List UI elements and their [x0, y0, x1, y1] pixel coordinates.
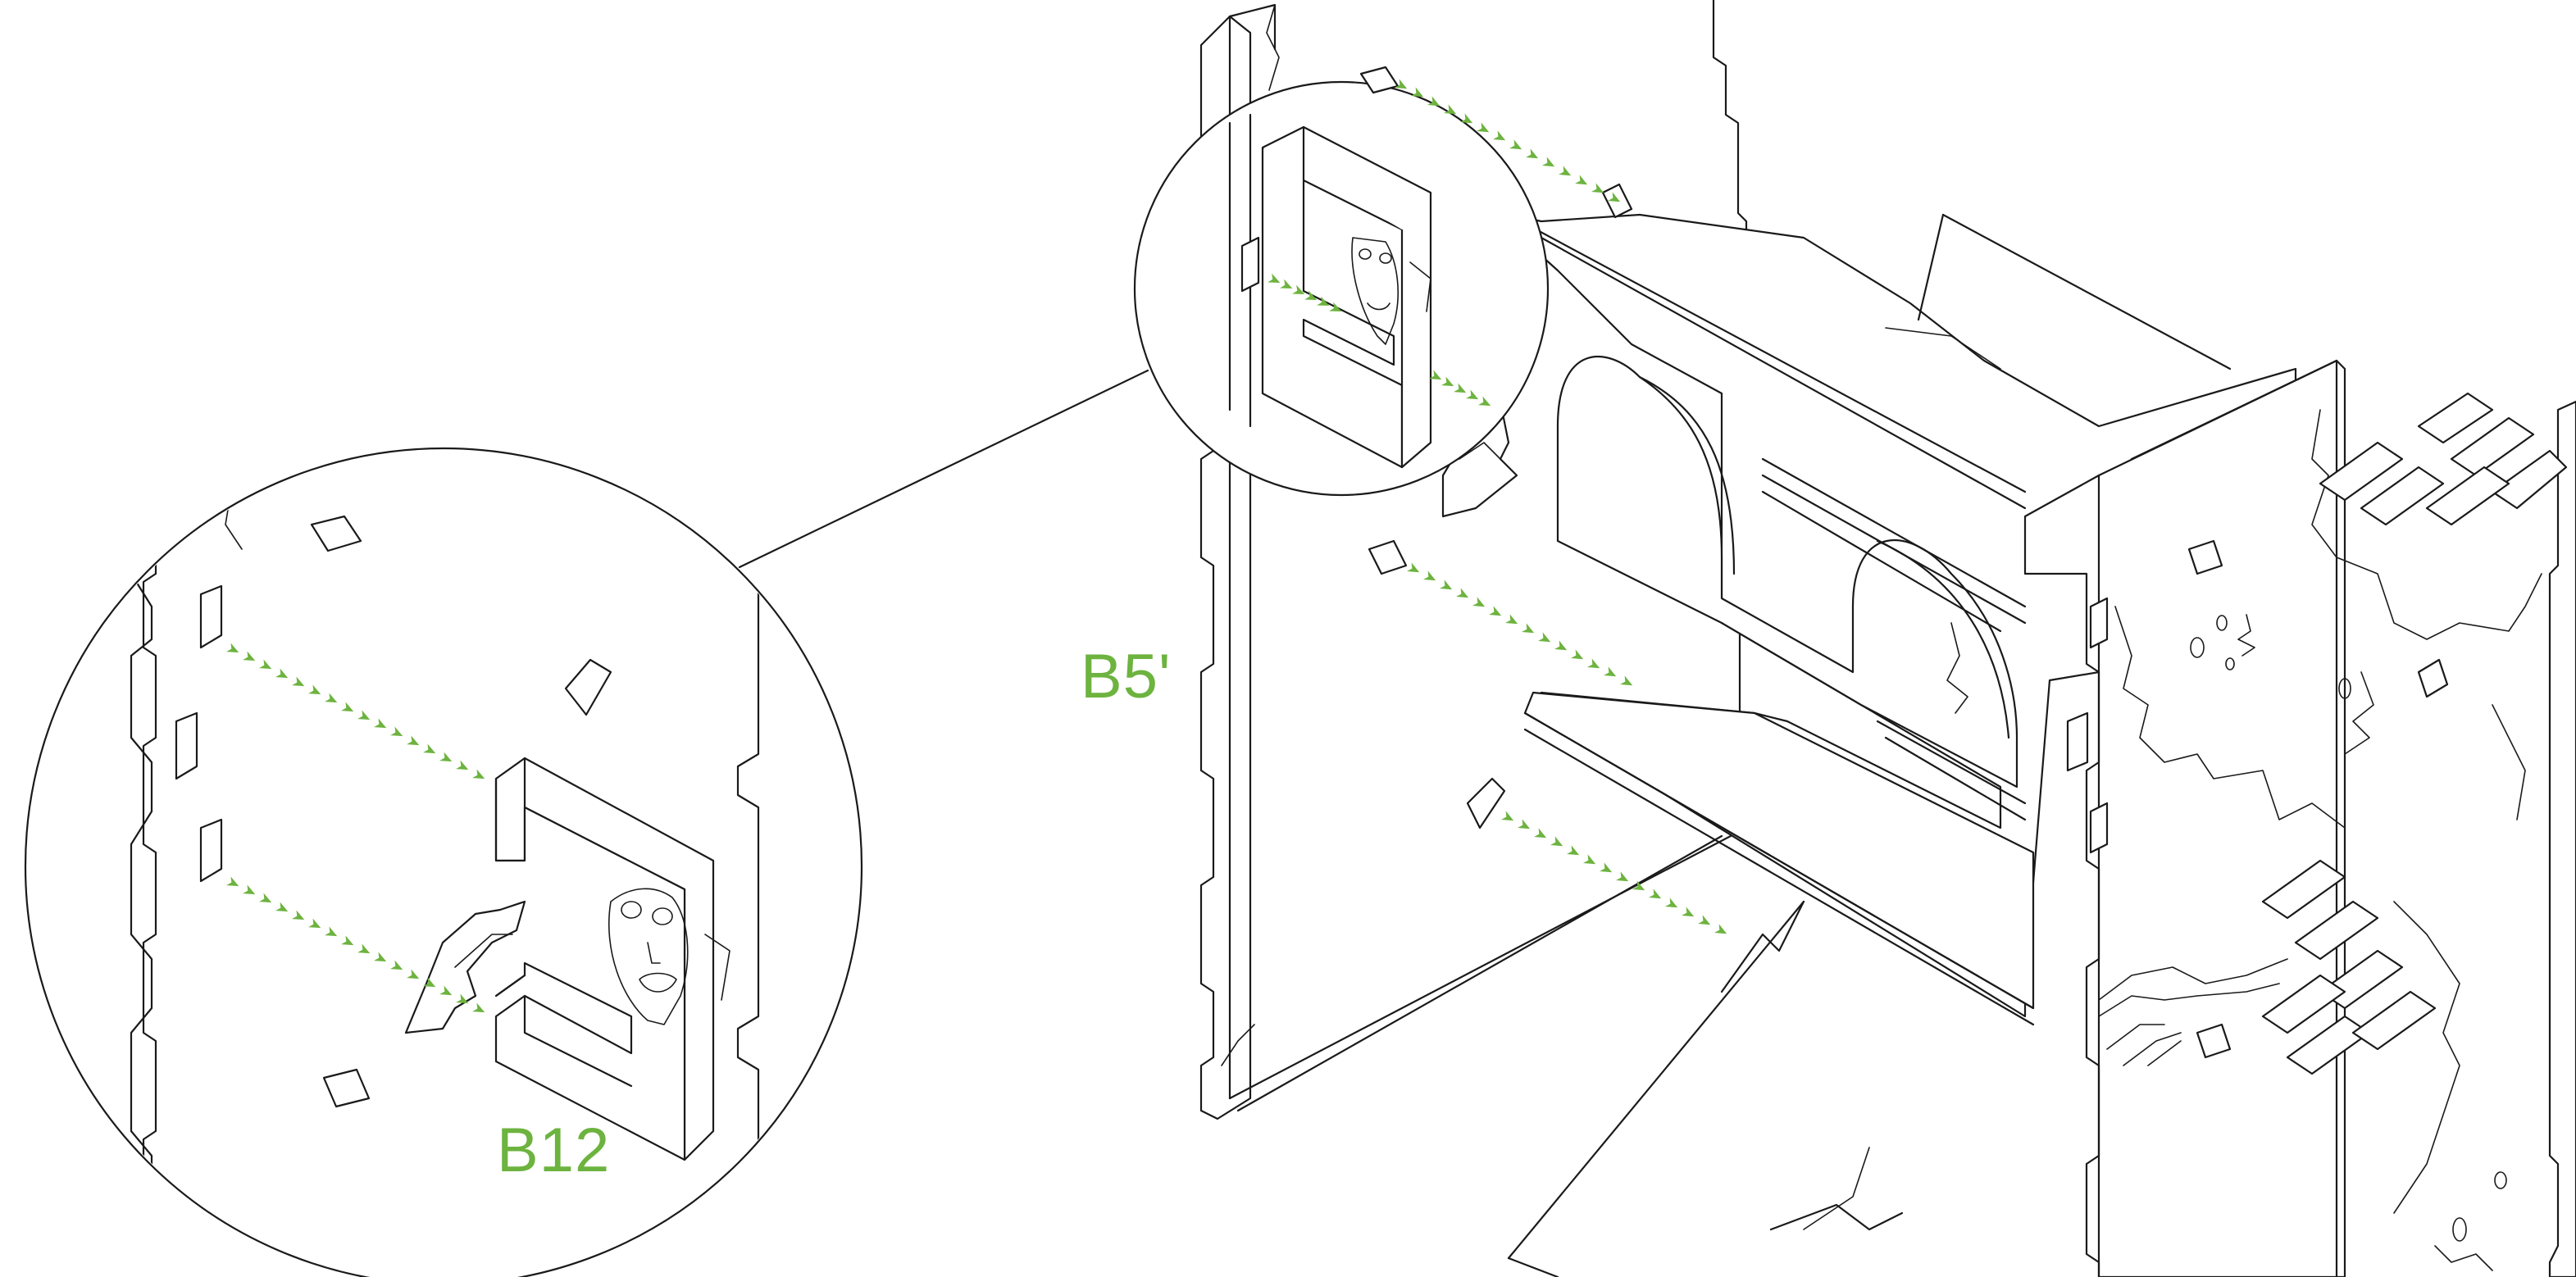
callout-connector-line	[738, 369, 1149, 569]
splatter-marks	[2190, 614, 2507, 1271]
part-label-b12: B12	[497, 1116, 611, 1185]
tab-slot-icon	[310, 515, 362, 552]
center-wall-assembly	[1441, 213, 2297, 1231]
detail-callout-small	[1133, 80, 1550, 497]
right-wall-panel	[2023, 359, 2576, 1277]
tab-slot-icon	[199, 818, 223, 883]
tab-slot-icon	[322, 1068, 371, 1108]
brick-cluster-top	[2319, 392, 2568, 526]
brick-cluster-middle	[2261, 859, 2437, 1075]
tab-slot-icon	[1368, 539, 1408, 575]
tab-slot-icon	[175, 711, 198, 780]
tab-slot-icon	[199, 584, 223, 649]
detail-callout-large	[25, 448, 862, 1277]
zombie-face-icon	[1351, 237, 1431, 345]
zombie-face-icon	[608, 888, 730, 1025]
skeletal-hand-icon	[2098, 958, 2288, 1066]
assembly-arrow-icon	[1407, 562, 1635, 690]
assembly-arrow-icon	[1501, 811, 1729, 938]
tab-slot-icon	[1466, 777, 1506, 829]
part-label-b5: B5'	[1081, 642, 1172, 711]
tab-slot-icon	[564, 658, 612, 716]
